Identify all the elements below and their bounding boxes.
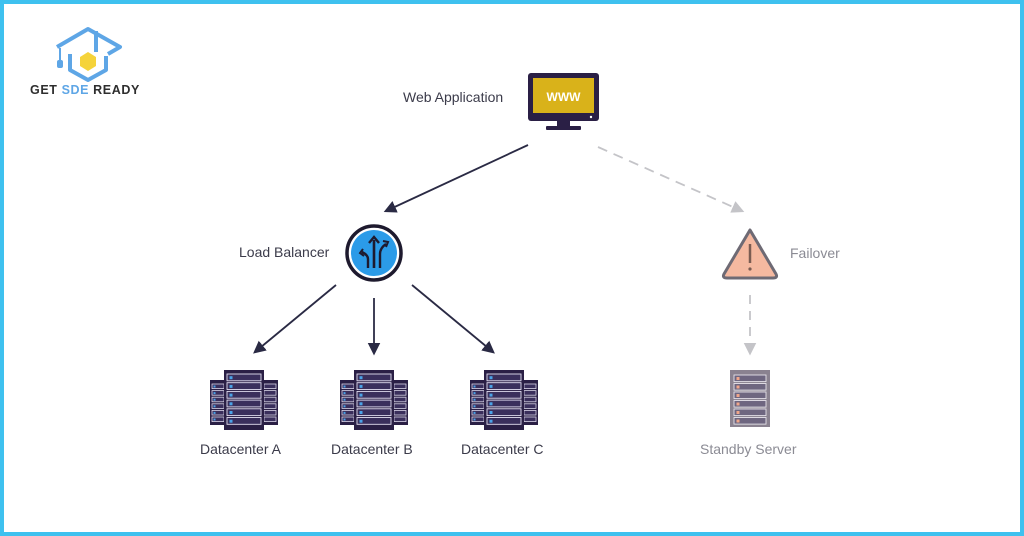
server-led [229, 402, 233, 406]
server-led [359, 419, 363, 423]
edge-loadbalancer-to-datacenter-a [253, 284, 337, 354]
load-balancer-icon [345, 224, 403, 282]
server-rack-icon [470, 370, 538, 430]
server-led [489, 393, 493, 397]
monitor-icon: WWW [528, 73, 599, 130]
server-led [489, 376, 493, 380]
brand-name: GET SDE READY [30, 83, 140, 97]
server-led [359, 411, 363, 414]
server-led [229, 393, 233, 397]
server-led [489, 384, 493, 388]
monitor-screen-text: WWW [547, 90, 582, 104]
brand-name-suffix: READY [89, 83, 140, 97]
server-led [489, 419, 493, 423]
server-icon [730, 370, 770, 427]
server-led [229, 411, 233, 414]
standby-server-label: Standby Server [700, 441, 797, 457]
server-led [229, 376, 233, 380]
server-led [359, 402, 363, 406]
graduation-cap-icon [55, 27, 122, 82]
server-led [359, 393, 363, 397]
server-led [229, 419, 233, 423]
datacenter-a-label: Datacenter A [200, 441, 281, 457]
server-led [229, 384, 233, 388]
datacenter-c-label: Datacenter C [461, 441, 544, 457]
warning-icon [721, 228, 779, 280]
server-rack-icon [210, 370, 278, 430]
datacenter-b-label: Datacenter B [331, 441, 413, 457]
edge-webapp-to-loadbalancer [383, 144, 529, 213]
brand-name-accent: SDE [61, 83, 90, 97]
server-led [489, 402, 493, 406]
brand-name-prefix: GET [30, 83, 62, 97]
server-led [359, 384, 363, 388]
web-application-label: Web Application [403, 89, 504, 105]
edge-webapp-to-failover [597, 146, 745, 213]
server-led [489, 411, 493, 414]
server-rack-icon [340, 370, 408, 430]
load-balancer-label: Load Balancer [239, 244, 330, 260]
server-led [359, 376, 363, 380]
failover-label: Failover [790, 245, 840, 261]
edge-loadbalancer-to-datacenter-c [411, 284, 495, 354]
